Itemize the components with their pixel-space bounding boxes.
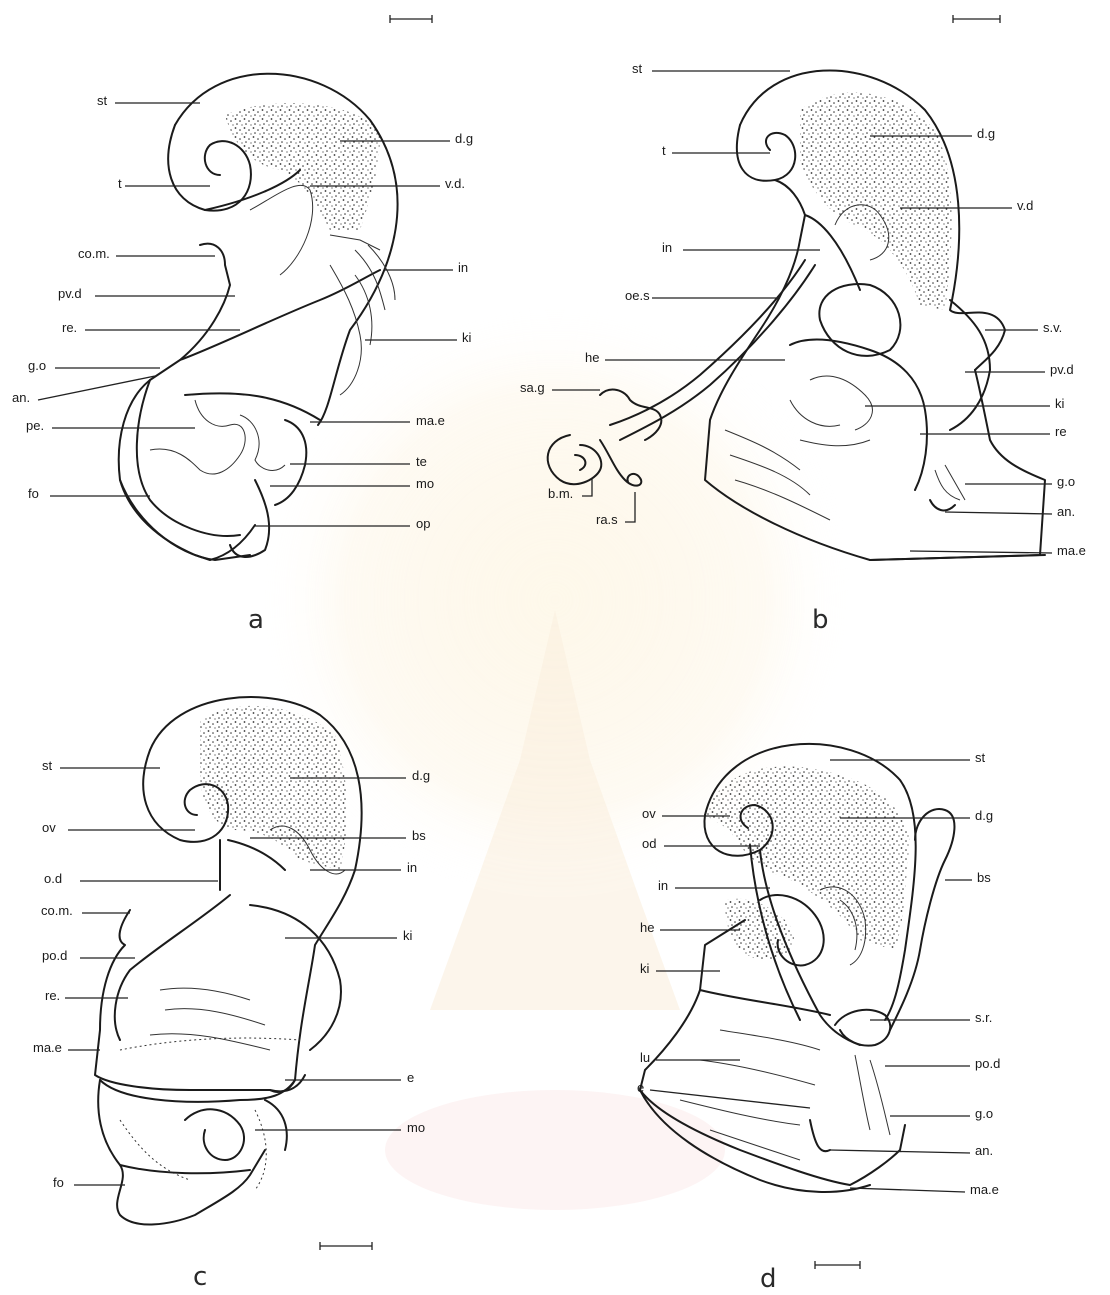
label: sa.g	[520, 380, 545, 395]
label: he	[640, 920, 654, 935]
label: t	[662, 143, 666, 158]
label: st	[97, 93, 108, 108]
label: g.o	[975, 1106, 993, 1121]
label: ki	[1055, 396, 1065, 411]
label: v.d	[1017, 198, 1033, 213]
label: ki	[403, 928, 413, 943]
label: o.d	[44, 871, 62, 886]
label: po.d	[42, 948, 67, 963]
label: re	[1055, 424, 1067, 439]
label: d.g	[455, 131, 473, 146]
label: in	[662, 240, 672, 255]
label: in	[658, 878, 668, 893]
label: fo	[53, 1175, 64, 1190]
label: ki	[462, 330, 472, 345]
label: ov	[42, 820, 56, 835]
label: ma.e	[33, 1040, 62, 1055]
label: t	[118, 176, 122, 191]
label: st	[632, 61, 643, 76]
label: pv.d	[58, 286, 82, 301]
label: co.m.	[78, 246, 110, 261]
label: bs	[977, 870, 991, 885]
label: d.g	[975, 808, 993, 823]
label: pv.d	[1050, 362, 1074, 377]
label: an.	[1057, 504, 1075, 519]
label: pe.	[26, 418, 44, 433]
label: co.m.	[41, 903, 73, 918]
label: an.	[12, 390, 30, 405]
label: bs	[412, 828, 426, 843]
label: re.	[62, 320, 77, 335]
panel-letter: d	[760, 1264, 777, 1294]
label: g.o	[28, 358, 46, 373]
label: ov	[642, 806, 656, 821]
label: in	[458, 260, 468, 275]
label: oe.s	[625, 288, 650, 303]
label: lu	[640, 1050, 650, 1065]
label: d.g	[977, 126, 995, 141]
panel-letter: c	[193, 1262, 207, 1292]
label: ma.e	[970, 1182, 999, 1197]
label: te	[416, 454, 427, 469]
label: g.o	[1057, 474, 1075, 489]
label: op	[416, 516, 430, 531]
label: ki	[640, 961, 650, 976]
label: st	[975, 750, 986, 765]
label: d.g	[412, 768, 430, 783]
panel-letter: b	[812, 605, 829, 635]
label: ma.e	[1057, 543, 1086, 558]
label: od	[642, 836, 656, 851]
label: an.	[975, 1143, 993, 1158]
label: mo	[416, 476, 434, 491]
label: he	[585, 350, 599, 365]
label: s.r.	[975, 1010, 992, 1025]
watermark-emblem	[255, 300, 855, 1210]
label: fo	[28, 486, 39, 501]
label: ma.e	[416, 413, 445, 428]
label: re.	[45, 988, 60, 1003]
label: po.d	[975, 1056, 1000, 1071]
label: b.m.	[548, 486, 573, 501]
label: e	[637, 1080, 644, 1095]
label: v.d.	[445, 176, 465, 191]
label: in	[407, 860, 417, 875]
label: s.v.	[1043, 320, 1062, 335]
label: st	[42, 758, 53, 773]
label: e	[407, 1070, 414, 1085]
panel-letter: a	[248, 605, 264, 635]
label: ra.s	[596, 512, 618, 527]
label: mo	[407, 1120, 425, 1135]
